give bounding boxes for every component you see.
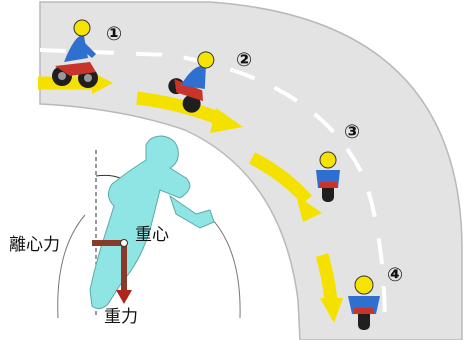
curved-road	[39, 1, 463, 340]
center-of-gravity-label: 重心	[135, 225, 169, 245]
gravity-label: 重力	[104, 307, 138, 327]
rider-1	[52, 19, 98, 88]
leaning-rider-silhouette	[89, 135, 191, 310]
step-number-1: ①	[106, 23, 122, 45]
centrifugal-force-label: 離心力	[9, 235, 60, 255]
rider-4	[348, 275, 380, 330]
lean-angle-arc	[95, 174, 121, 179]
arrow-4	[315, 253, 343, 323]
lane-center-line	[39, 48, 387, 331]
rider-3	[316, 151, 340, 202]
arrow-3	[248, 152, 322, 222]
lean-force-inset: 離心力 重心 重力	[9, 135, 241, 327]
road-surface	[39, 1, 463, 340]
rider-2	[168, 51, 215, 113]
arrow-2	[136, 91, 243, 133]
gravity-arrowhead	[116, 290, 132, 304]
step-number-3: ③	[344, 121, 360, 143]
center-of-gravity-dot	[120, 239, 128, 247]
step-number-2: ②	[236, 49, 252, 71]
handlebar-shape	[169, 194, 215, 229]
step-number-4: ④	[387, 264, 403, 286]
